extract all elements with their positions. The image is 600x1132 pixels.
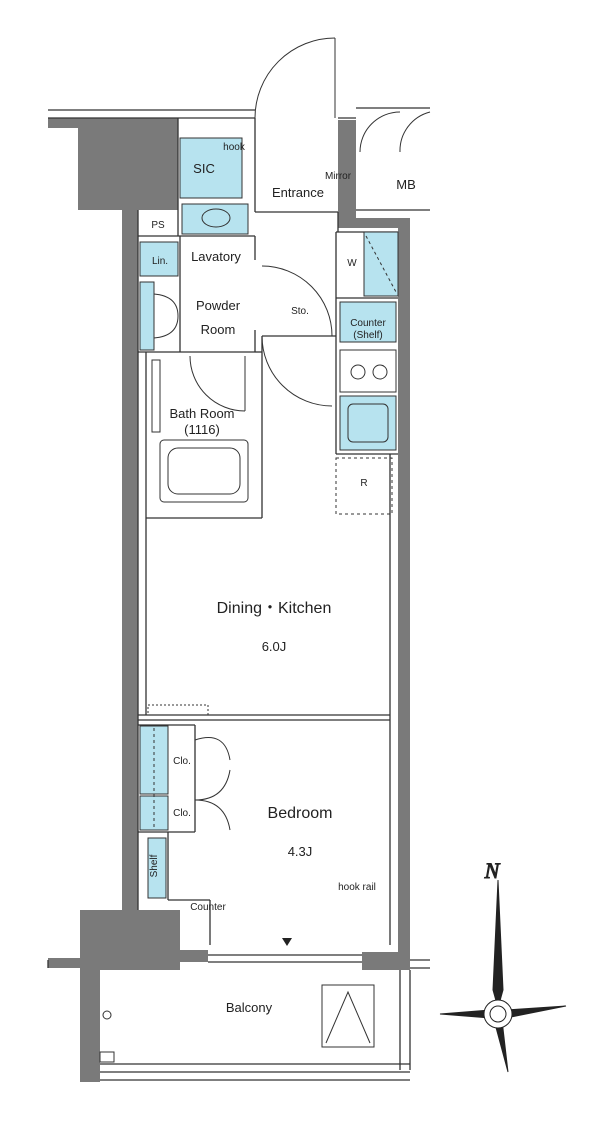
powder-room-label-2: Room [201,322,236,337]
fixtures [139,137,399,899]
closet-2-label: Clo. [173,808,191,819]
mirror-label: Mirror [325,171,352,182]
dining-kitchen-size: 6.0J [262,639,287,654]
ps-label: PS [151,220,165,231]
closet-1-label: Clo. [173,756,191,767]
lin-label: Lin. [152,256,168,267]
hook-rail-label: hook rail [338,882,376,893]
sto-label: Sto. [291,306,309,317]
linen-shelf [139,241,179,277]
lavatory-label: Lavatory [191,249,241,264]
mb-label: MB [396,177,416,192]
w-label: W [347,258,357,269]
r-label: R [360,478,367,489]
bedroom-size: 4.3J [288,844,313,859]
sic-storage [179,137,243,199]
entrance-marker-icon [282,938,292,946]
labels: SIC hook Mirror Entrance MB PS Lin. Lava… [149,142,416,1015]
shelf-unit [147,837,167,899]
compass-icon: N [439,858,567,1073]
shelf-label: Shelf [149,854,160,877]
walls [48,118,410,1082]
balcony-label: Balcony [226,1000,273,1015]
counter-shelf-label: Counter [350,318,386,329]
bedroom-label: Bedroom [268,805,333,822]
counter-shelf [339,301,397,343]
toilet-tank [139,281,155,351]
bath-room-label: Bath Room [169,406,234,421]
counter-shelf-label-2: (Shelf) [353,330,382,341]
north-label: N [484,858,501,883]
powder-room-label: Powder [196,298,241,313]
sink-counter [181,203,249,235]
door-swings [189,37,431,831]
dining-kitchen-label: Dining・Kitchen [217,600,332,617]
counter-label: Counter [190,902,226,913]
entrance-label: Entrance [272,185,324,200]
fixture-details [99,208,397,1063]
sic-label: SIC [193,161,215,176]
hook-label: hook [223,142,246,153]
bath-room-label-2: (1116) [184,422,220,437]
